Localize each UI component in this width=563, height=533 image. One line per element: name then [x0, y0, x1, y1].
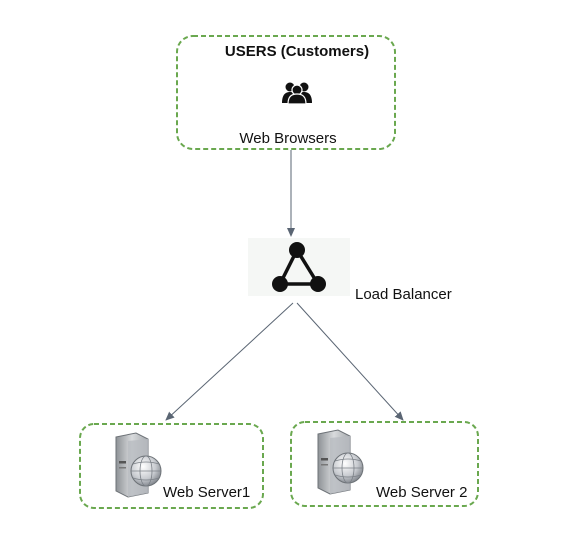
arrow-lb-to-server2: [296, 302, 404, 421]
load-balancer-label: Load Balancer: [355, 286, 452, 303]
server1-node: Web Server1: [79, 423, 264, 509]
load-balancer-node: Load Balancer: [248, 238, 452, 303]
users-node: USERS (Customers) Web Browsers: [176, 35, 396, 150]
users-box: [176, 35, 396, 150]
users-subtitle: Web Browsers: [239, 130, 336, 147]
server2-node: Web Server 2: [290, 421, 479, 507]
web-server-icon: [115, 432, 162, 498]
server1-box: [79, 423, 264, 509]
server2-label: Web Server 2: [376, 484, 467, 501]
server1-label: Web Server1: [163, 484, 250, 501]
load-balancer-icon: [272, 242, 326, 292]
server2-box: [290, 421, 479, 507]
web-server-icon: [317, 429, 364, 495]
users-title: USERS (Customers): [225, 43, 369, 60]
users-icon: [282, 82, 312, 105]
arrow-lb-to-server1: [165, 302, 294, 421]
